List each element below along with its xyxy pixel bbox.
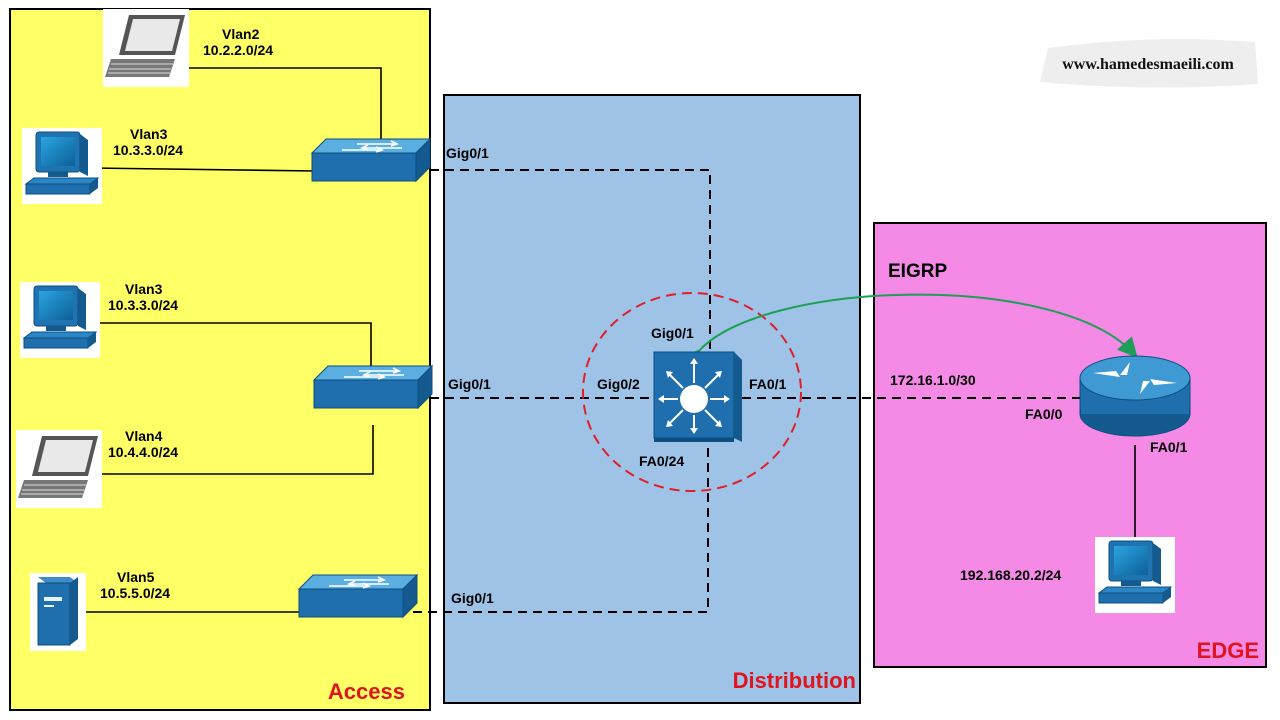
eigrp-label: EIGRP [888, 261, 947, 282]
core-multilayer-switch[interactable] [653, 351, 742, 442]
vlan3b-desktop-icon[interactable] [19, 281, 101, 359]
core-switch-hub-icon [680, 385, 708, 413]
vlan5-server-icon[interactable] [29, 572, 87, 652]
edge-zone: EDGE [873, 222, 1267, 668]
sw1-uplink-port: Gig0/1 [446, 145, 489, 161]
edge-host-ip: 192.168.20.2/24 [960, 567, 1061, 583]
edge-zone-title: EDGE [1197, 638, 1259, 663]
vlan4-subnet: 10.4.4.0/24 [108, 444, 178, 460]
vlan3-subnet: 10.3.3.0/24 [113, 142, 183, 158]
sw2-uplink-port: Gig0/1 [448, 376, 491, 392]
host-links [86, 67, 1136, 613]
watermark-text: www.hamedesmaeili.com [1062, 56, 1234, 73]
vlan2-subnet: 10.2.2.0/24 [203, 42, 273, 58]
access-switch-3[interactable] [298, 574, 418, 618]
eigrp-arrow [679, 293, 1138, 371]
vlan2-label: Vlan2 [222, 26, 260, 42]
host-labels: Vlan2 10.2.2.0/24 Vlan3 10.3.3.0/24 Vlan… [100, 26, 273, 601]
link-subnet-label: 172.16.1.0/30 [890, 372, 976, 388]
router-left-port: FA0/0 [1025, 406, 1063, 422]
access-switch-1[interactable] [311, 138, 431, 182]
vlan2-laptop-icon[interactable] [102, 8, 190, 88]
distribution-zone-title: Distribution [733, 668, 856, 693]
port-labels: Gig0/1 Gig0/1 Gig0/1 Gig0/1 Gig0/2 FA0/1… [446, 145, 1188, 606]
vlan5-label: Vlan5 [117, 569, 155, 585]
access-zone-title: Access [328, 679, 405, 704]
core-bottom-port: FA0/24 [639, 453, 684, 469]
vlan3b-subnet: 10.3.3.0/24 [108, 297, 178, 313]
edge-desktop-icon[interactable] [1094, 536, 1176, 614]
watermark: www.hamedesmaeili.com [1040, 39, 1258, 88]
access-switch-2[interactable] [313, 365, 433, 409]
core-focus-circle [582, 292, 802, 492]
vlan3-label: Vlan3 [130, 126, 168, 142]
vlan4-laptop-icon[interactable] [15, 429, 103, 509]
vlan4-label: Vlan4 [125, 428, 163, 444]
uplinks [413, 169, 1080, 613]
core-left-port: Gig0/2 [597, 376, 640, 392]
sw3-uplink-port: Gig0/1 [451, 590, 494, 606]
core-right-port: FA0/1 [749, 376, 787, 392]
vlan5-subnet: 10.5.5.0/24 [100, 585, 170, 601]
core-top-port: Gig0/1 [651, 325, 694, 341]
router-arrows-icon [1093, 362, 1177, 394]
vlan3-desktop-icon[interactable] [21, 127, 103, 205]
edge-router[interactable] [1079, 355, 1191, 437]
vlan3b-label: Vlan3 [125, 281, 163, 297]
router-bottom-port: FA0/1 [1150, 439, 1188, 455]
